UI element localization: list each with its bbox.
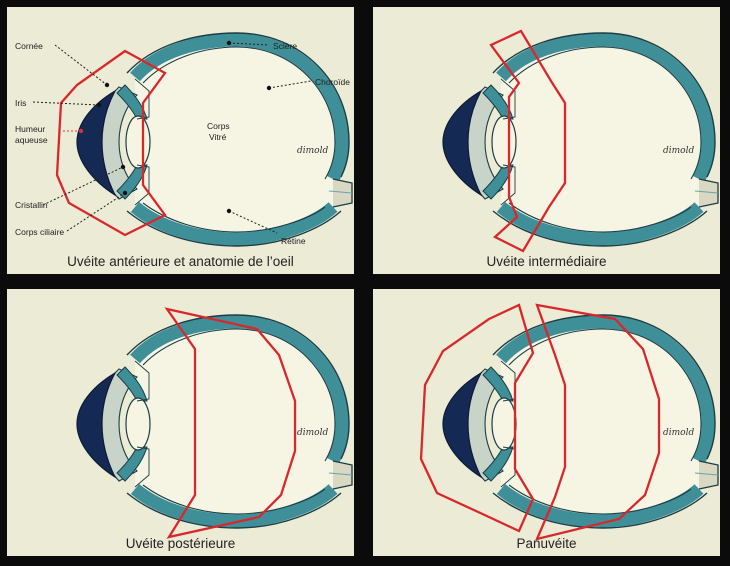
label-corps-vitre-2: Vitré: [209, 132, 227, 142]
panel-intermediate-uveitis: dimold Uvéite intermédiaire: [373, 7, 720, 274]
label-corps-ciliaire: Corps ciliaire: [15, 227, 65, 237]
label-humeur-aqueuse-2: aqueuse: [15, 135, 48, 145]
eye-diagram: dimold: [442, 29, 719, 253]
caption: Uvéite antérieure et anatomie de l’oeil: [67, 254, 294, 269]
label-sclere: Sclère: [273, 41, 298, 51]
label-dots: [78, 40, 272, 214]
caption: Uvéite intermédiaire: [486, 254, 607, 269]
posterior-uveitis-highlight: [164, 307, 297, 539]
panel-panuveitis: dimold Panuvéite: [373, 289, 720, 556]
intermediate-uveitis-highlight: [489, 29, 567, 253]
label-pointers: [32, 42, 312, 234]
panuveitis-highlight-anterior: [419, 303, 535, 533]
signature: dimold: [663, 428, 694, 438]
label-cristallin: Cristallin: [15, 200, 48, 210]
caption: Panuvéite: [516, 536, 577, 551]
label-iris: Iris: [15, 98, 27, 108]
label-cornee: Cornée: [15, 41, 43, 51]
panel-anterior-uveitis: dimold Cornée Iris Humeur aqueuse Crista…: [7, 7, 354, 274]
panuveitis-highlight-posterior: [535, 303, 661, 541]
eye-drawing: dimold: [76, 314, 353, 529]
eye-diagram: dimold: [419, 303, 719, 541]
signature: dimold: [297, 146, 328, 156]
label-retine: Rétine: [281, 236, 306, 246]
eye-diagram: dimold: [76, 307, 353, 539]
label-humeur-aqueuse-1: Humeur: [15, 124, 46, 134]
panel-posterior-uveitis: dimold Uvéite postérieure: [7, 289, 354, 556]
signature: dimold: [297, 428, 328, 438]
eye-drawing: dimold: [442, 32, 719, 247]
signature: dimold: [663, 146, 694, 156]
label-corps-vitre-1: Corps: [207, 121, 230, 131]
eye-diagram: dimold: [32, 32, 353, 247]
anterior-uveitis-highlight: [55, 49, 167, 237]
caption: Uvéite postérieure: [125, 536, 236, 551]
eye-drawing: dimold: [442, 314, 719, 529]
label-choroide: Choroïde: [315, 77, 350, 87]
